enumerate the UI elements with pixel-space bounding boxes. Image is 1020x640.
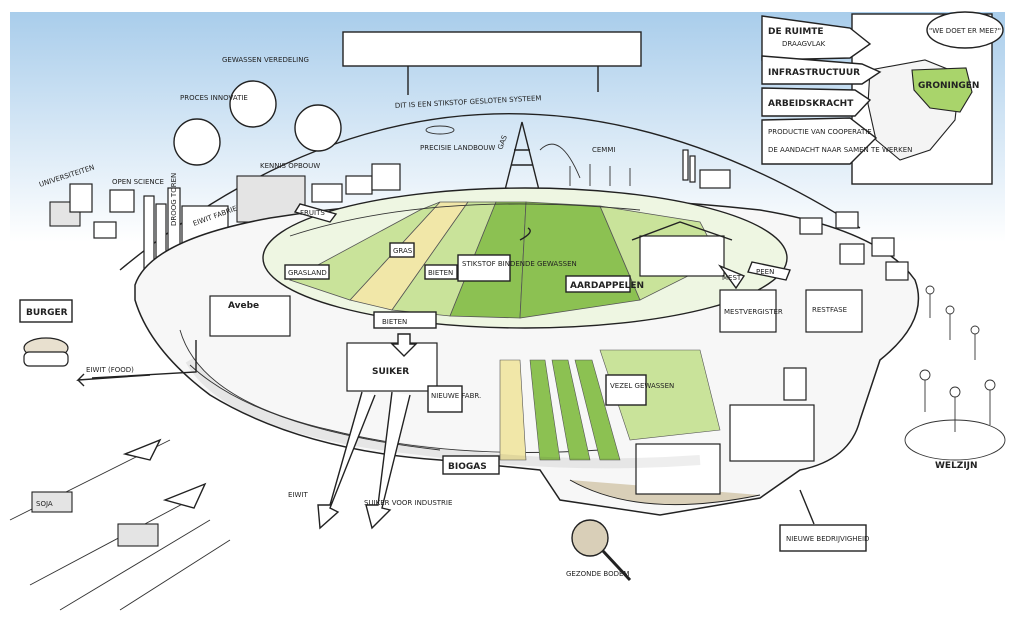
new-factory	[729, 404, 815, 462]
bubble-proces	[173, 118, 221, 166]
svg-text:INFRASTRUCTUUR: INFRASTRUCTUUR	[768, 68, 860, 78]
svg-text:DE RUIMTE: DE RUIMTE	[768, 27, 824, 37]
biogas-label: BIOGAS	[448, 462, 487, 472]
dome-arc	[119, 112, 861, 271]
bubble-kennis	[294, 104, 342, 152]
barn	[639, 235, 725, 277]
side-box-cooperatie: PRODUCTIE VAN COOPERATIE DE AANDACHT NAA…	[761, 117, 912, 165]
bedrijvigheid-label: NIEUWE BEDRIJVIGHEID	[786, 535, 869, 543]
soja-truck	[31, 491, 73, 513]
speech-bubble	[926, 11, 1004, 49]
roads	[9, 439, 231, 611]
side-box-ruimte: DE RUIMTE DRAAGVLAK	[761, 15, 872, 61]
bubble-proces-label: PROCES INNOVATIE	[180, 94, 248, 102]
svg-text:ARBEIDSKRACHT: ARBEIDSKRACHT	[768, 99, 854, 109]
svg-text:DRAAGVLAK: DRAAGVLAK	[782, 40, 826, 48]
mest-label: MEST	[722, 274, 742, 282]
gezonde-label: GEZONDE BODEM	[566, 570, 629, 578]
stikstof-label: STIKSTOF BINDENDE GEWASSEN	[462, 260, 577, 268]
magnifier-icon	[571, 519, 609, 557]
burger-label: BURGER	[26, 308, 68, 318]
grasland-label: GRASLAND	[288, 269, 327, 277]
avebe-label: Avebe	[228, 301, 259, 311]
vezel-label: VEZEL GEWASSEN	[610, 382, 674, 390]
bieten-label: BIETEN	[428, 269, 453, 277]
svg-text:DE AANDACHT NAAR SAMEN TE WERK: DE AANDACHT NAAR SAMEN TE WERKEN	[768, 146, 912, 154]
people-crowd	[919, 285, 996, 432]
vergister-label: MESTVERGISTER	[724, 308, 783, 316]
groningen-region	[911, 67, 973, 113]
eiwit-arrow	[317, 391, 376, 530]
truck-icon	[117, 523, 159, 547]
welzijn-label: WELZIJN	[935, 461, 978, 471]
speech-text: "WE DOET ER MEE?"	[929, 27, 1001, 35]
vergister	[719, 289, 777, 333]
eiwit-food-arrow	[76, 373, 151, 387]
village	[799, 211, 909, 281]
cemmi-label: CEMMI	[592, 146, 615, 154]
title-banner	[342, 31, 642, 67]
suiker-arrow	[365, 391, 411, 530]
bieten-chute-label: BIETEN	[382, 318, 407, 326]
bubble-gewassen-label: GEWASSEN VEREDELING	[222, 56, 309, 64]
svg-text:PRODUCTIE VAN COOPERATIE: PRODUCTIE VAN COOPERATIE	[768, 128, 872, 136]
map-label: GRONINGEN	[918, 81, 979, 91]
eiwit-label: EIWIT	[288, 491, 308, 499]
precisie-label: PRECISIE LANDBOUW	[420, 144, 495, 152]
side-box-infrastructuur: INFRASTRUCTUUR	[761, 55, 882, 85]
soja-label: SOJA	[36, 500, 53, 508]
side-box-arbeidskracht: ARBEIDSKRACHT	[761, 87, 872, 117]
droog-toren-label: DROOG TOREN	[170, 173, 178, 226]
bubble-gewassen	[229, 80, 277, 128]
nieuwe-fabr-label: NIEUWE FABR.	[431, 392, 481, 400]
gras-label: GRAS	[393, 247, 413, 255]
pylon-icon	[504, 121, 540, 191]
avebe-building	[209, 295, 291, 337]
suiker-building	[346, 342, 438, 392]
windmills	[569, 164, 631, 186]
fruits-label: FRUITS	[300, 209, 325, 217]
processing-truck	[635, 443, 721, 495]
suiker-industrie-label: SUIKER VOOR INDUSTRIE	[364, 499, 452, 507]
peen-label: PEEN	[756, 268, 774, 276]
crop-rows	[499, 349, 721, 461]
bubble-kennis-label: KENNIS OPBOUW	[260, 162, 320, 170]
drone-icon	[425, 125, 455, 135]
eiwit-food-label: EIWIT (FOOD)	[86, 366, 134, 374]
rest-label: RESTFASE	[812, 306, 847, 314]
aardappelen-label: AARDAPPELEN	[570, 281, 644, 291]
suiker-label: SUIKER	[372, 367, 409, 377]
open-science-label: OPEN SCIENCE	[112, 178, 164, 186]
